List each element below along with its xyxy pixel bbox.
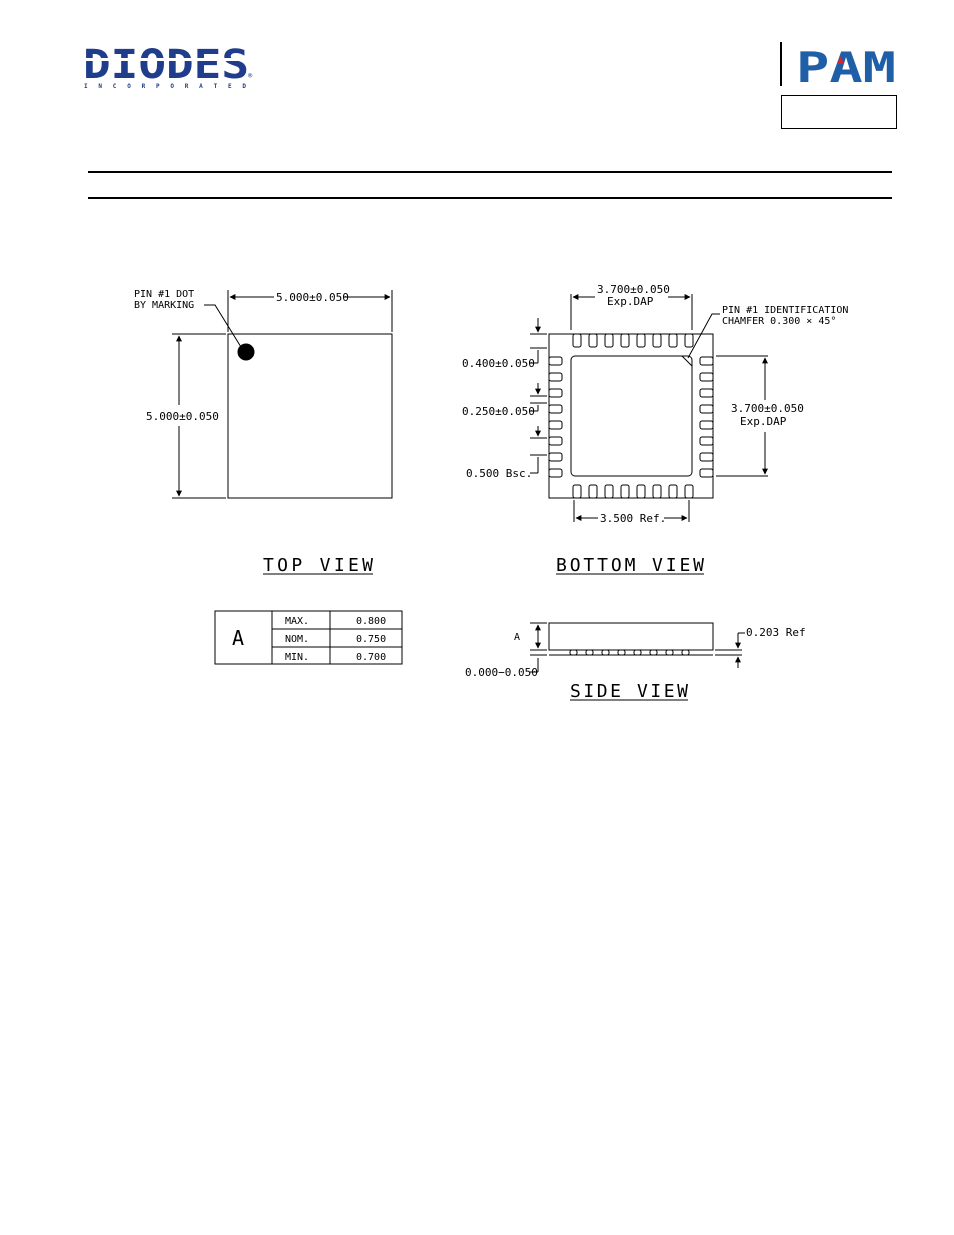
side-lead-tab [633, 649, 642, 656]
pad-left [548, 388, 563, 398]
pad-right [699, 436, 714, 446]
pads-left [548, 356, 563, 478]
pad-left [548, 468, 563, 478]
side-lead-tab [601, 649, 610, 656]
pad-bottom [588, 484, 598, 499]
diodes-logo: DIODES ® I N C O R P O R A T E D [82, 40, 257, 92]
pad-right [699, 388, 714, 398]
pad-bottom [652, 484, 662, 499]
diodes-logo-text: DIODES [83, 42, 249, 88]
header-rule-top [88, 171, 892, 173]
pad-left [548, 356, 563, 366]
pad-right [699, 468, 714, 478]
side-lead-tab [681, 649, 690, 656]
a-table-value-min: 0.700 [356, 652, 386, 663]
ref-dim: 3.500 Ref. [600, 512, 666, 525]
pads-bottom [572, 484, 694, 499]
header-rule-bottom [88, 197, 892, 199]
a-table-value-nom: 0.750 [356, 634, 386, 645]
top-view-body [227, 333, 393, 499]
pad-bottom [620, 484, 630, 499]
part-number-box [781, 95, 897, 129]
a-table [214, 610, 403, 665]
pam-logo-text: PAM [796, 43, 896, 90]
side-a-label: A [514, 632, 520, 643]
pad-top [652, 333, 662, 348]
a-table-value-max: 0.800 [356, 616, 386, 627]
pad-top [604, 333, 614, 348]
pam-logo: PAM [780, 40, 900, 92]
side-view-lead-tabs [569, 649, 690, 656]
pam-logo-accent [837, 56, 844, 64]
pad-top [668, 333, 678, 348]
pin1-chamfer [681, 355, 693, 367]
pad-top [620, 333, 630, 348]
pin1-note-line2: BY MARKING [134, 300, 194, 311]
dap-top-dim-line1: 3.700±0.050 [597, 283, 670, 296]
pad-right [699, 420, 714, 430]
top-height-dim: 5.000±0.050 [146, 410, 219, 423]
pad-right [699, 452, 714, 462]
pads-top [572, 333, 694, 348]
pin1-note-line1: PIN #1 DOT [134, 289, 194, 300]
standoff-dim: 0.000−0.050 [465, 666, 538, 679]
pin1-leader [204, 304, 242, 348]
dap-top-dim-line2: Exp.DAP [607, 295, 654, 308]
dap-right-dim-line2: Exp.DAP [740, 415, 787, 428]
exposed-dap [570, 355, 693, 477]
pitch-dim: 0.500 Bsc. [466, 467, 532, 480]
a-table-symbol: A [232, 626, 244, 650]
chamfer-leader [687, 313, 720, 359]
top-view-title: TOP VIEW [263, 555, 373, 576]
pad-right [699, 404, 714, 414]
a-table-label-max: MAX. [285, 616, 309, 627]
side-view-title: SIDE VIEW [570, 681, 688, 702]
pads-right [699, 356, 714, 478]
bottom-view-title: BOTTOM VIEW [556, 555, 704, 576]
a-table-label-nom: NOM. [285, 634, 309, 645]
top-width-dim: 5.000±0.050 [276, 291, 349, 304]
pad-top [588, 333, 598, 348]
pad-bottom [604, 484, 614, 499]
pad-bottom [684, 484, 694, 499]
side-view-body [548, 622, 714, 651]
side-lead-tab [665, 649, 674, 656]
chamfer-note-line1: PIN #1 IDENTIFICATION [722, 305, 848, 316]
pad-top [684, 333, 694, 348]
side-lead-tab [649, 649, 658, 656]
pad-bottom [668, 484, 678, 499]
pad-left [548, 436, 563, 446]
pad-left [548, 404, 563, 414]
pad-right [699, 372, 714, 382]
pad-left [548, 452, 563, 462]
pad-right [699, 356, 714, 366]
dap-right-dim-line1: 3.700±0.050 [731, 402, 804, 415]
pad-top [572, 333, 582, 348]
pin1-dot [237, 343, 255, 361]
pad-bottom [572, 484, 582, 499]
pad-width-dim: 0.250±0.050 [462, 405, 535, 418]
pad-left [548, 420, 563, 430]
diodes-logo-subtext: I N C O R P O R A T E D [84, 83, 246, 90]
pad-length-dim: 0.400±0.050 [462, 357, 535, 370]
package-outline-drawing: PIN #1 DOT BY MARKING 5.000±0.050 5.000±… [134, 283, 848, 702]
side-lead-tab [585, 649, 594, 656]
diodes-logo-graphic: DIODES ® I N C O R P O R A T E D [82, 42, 253, 90]
pad-bottom [636, 484, 646, 499]
bottom-view-body [548, 333, 714, 499]
svg-text:®: ® [248, 72, 253, 80]
lead-thickness-dim: 0.203 Ref [746, 626, 806, 639]
pad-left [548, 372, 563, 382]
a-table-label-min: MIN. [285, 652, 309, 663]
chamfer-note-line2: CHAMFER 0.300 × 45° [722, 316, 836, 327]
side-lead-tab [617, 649, 626, 656]
pam-logo-graphic: PAM [780, 42, 896, 92]
side-lead-tab [569, 649, 578, 656]
pad-top [636, 333, 646, 348]
